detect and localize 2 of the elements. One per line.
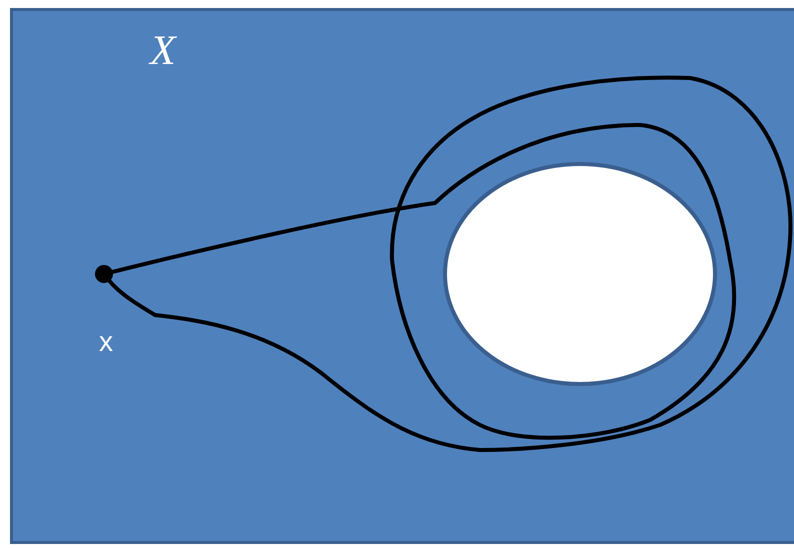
point-label: x [99,328,113,356]
space-label: X [150,30,176,72]
